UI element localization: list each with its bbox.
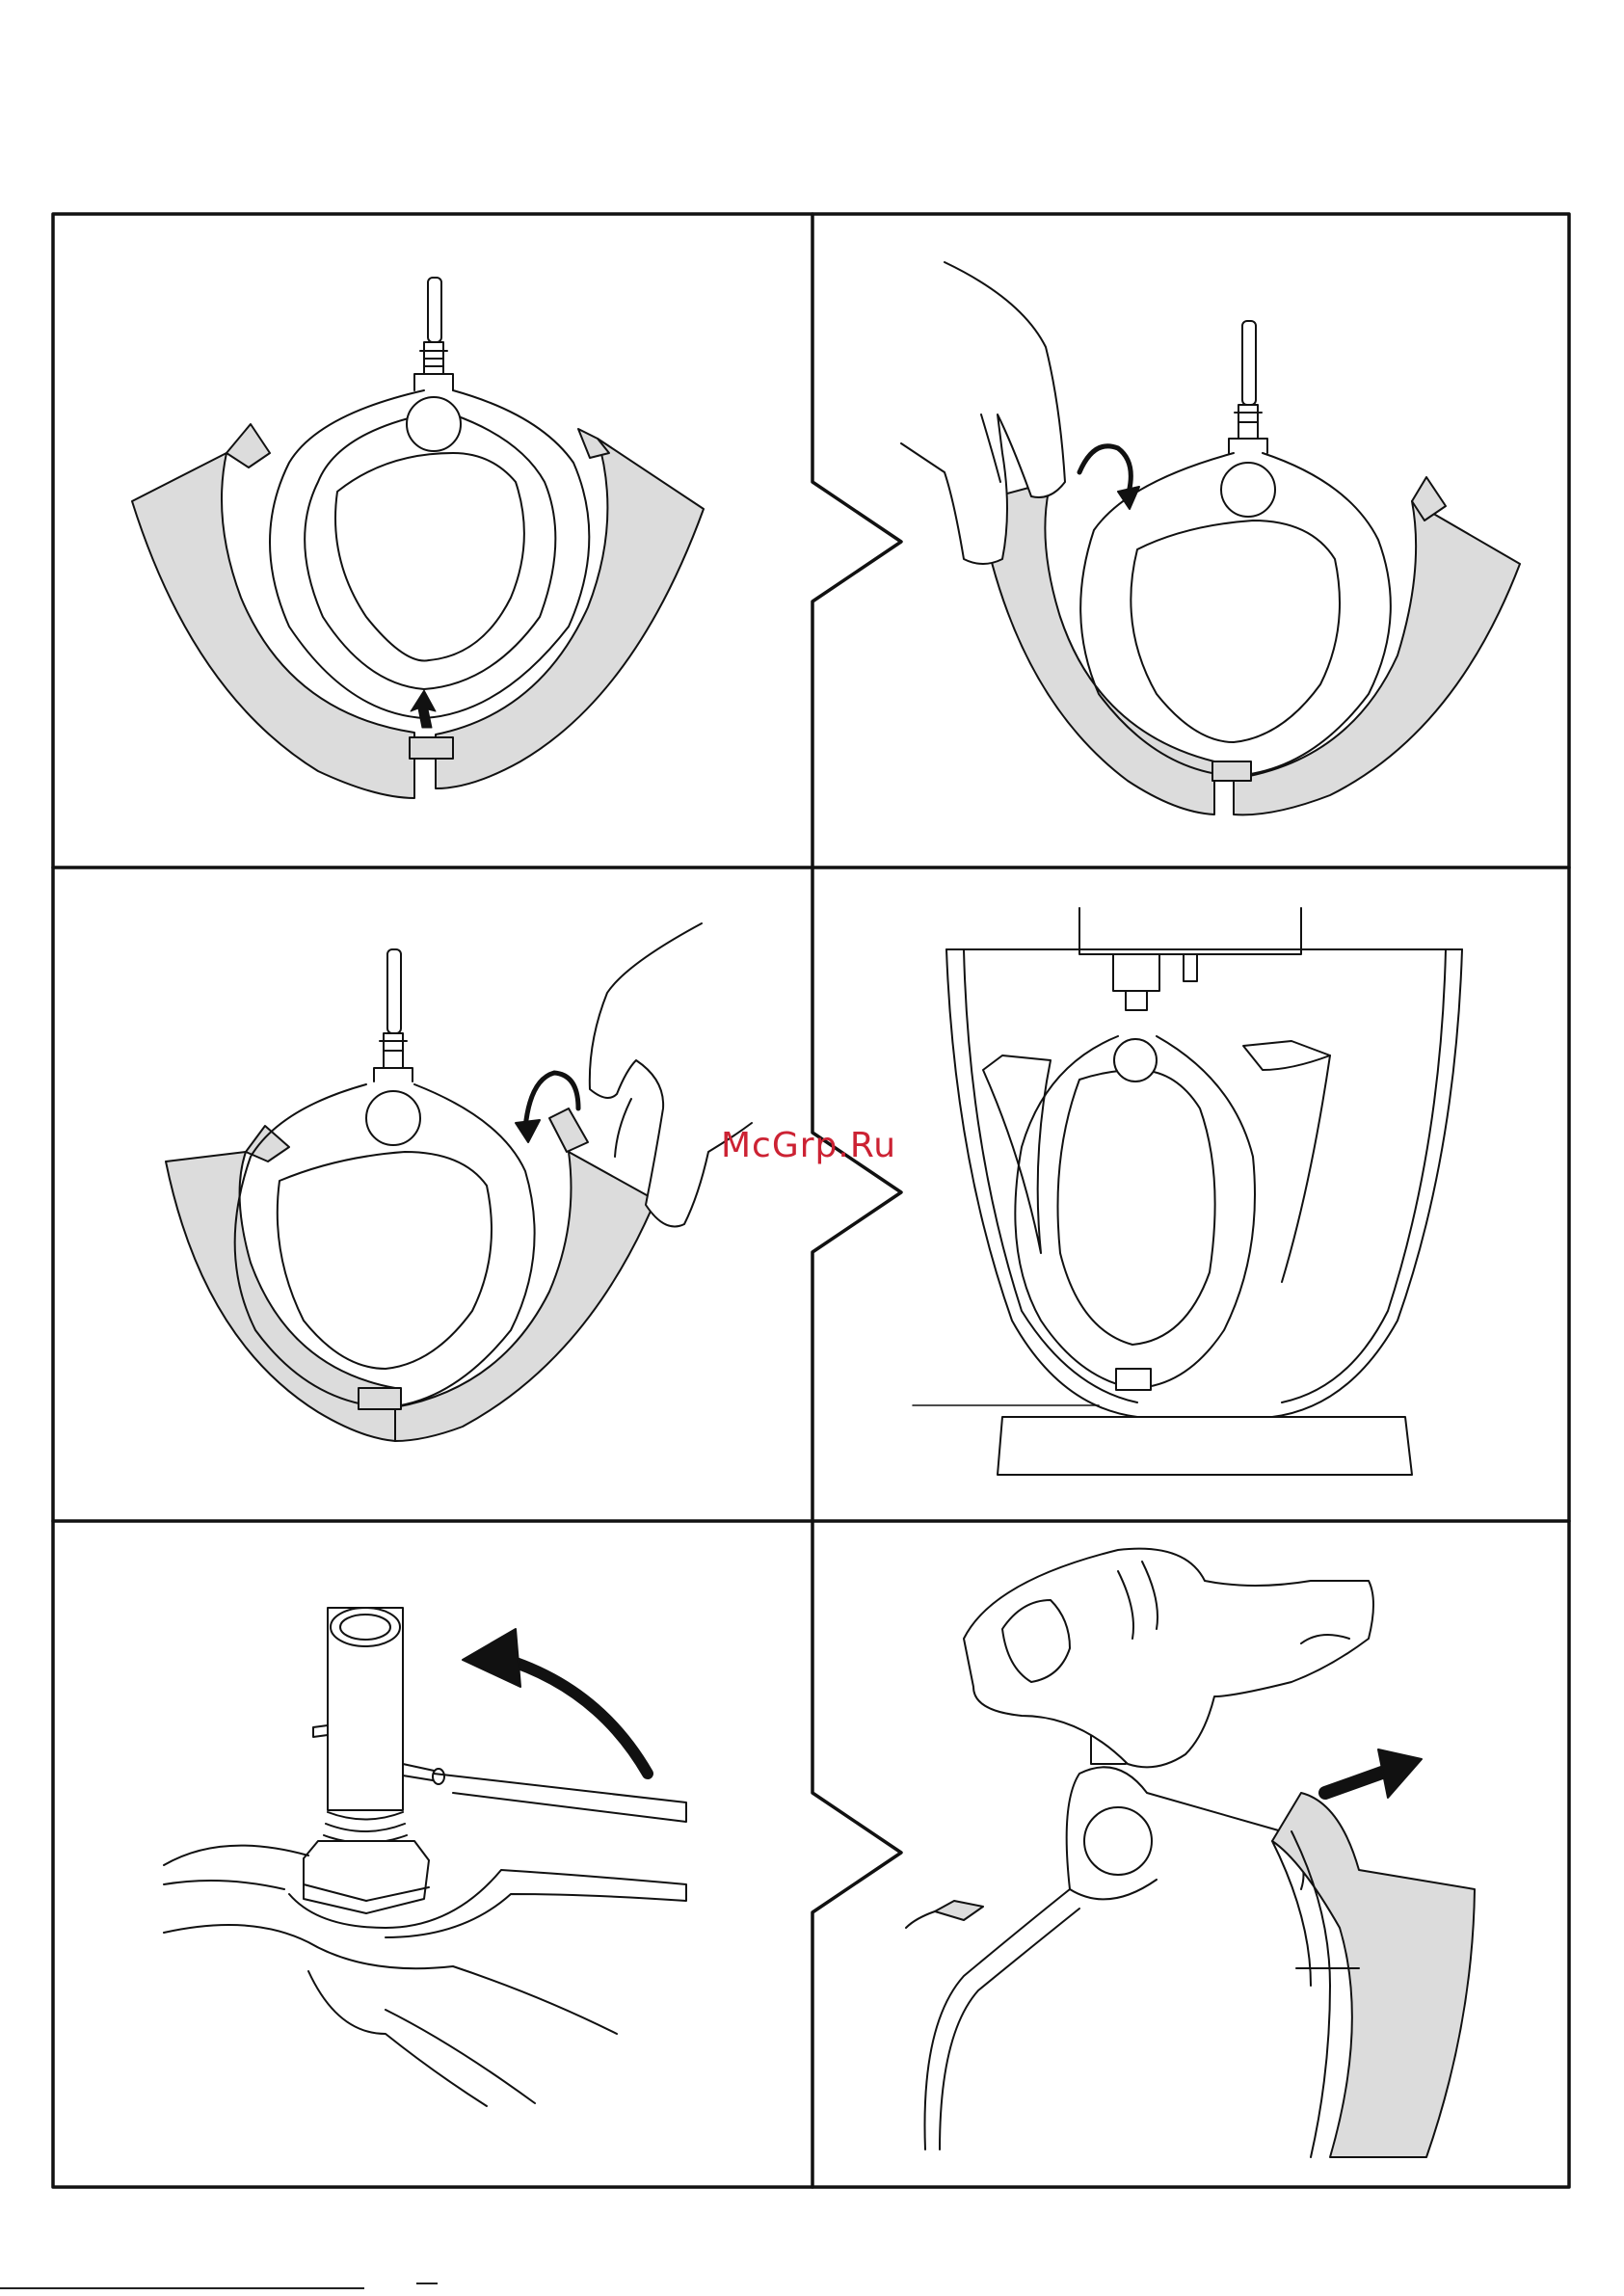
panel-3-rotate-right — [166, 923, 752, 1441]
panel-5-wrench-nut — [164, 1608, 686, 2106]
footer-mark — [416, 2283, 438, 2294]
panel-2-rotate-left — [901, 262, 1520, 814]
panel-4-beater-in-bowl — [913, 908, 1462, 1475]
panel-1-beater-insert — [132, 278, 704, 798]
footer-rule — [0, 2287, 364, 2289]
watermark-text: McGrp.Ru — [721, 1126, 896, 1165]
panel-6-finger-press — [906, 1549, 1475, 2157]
